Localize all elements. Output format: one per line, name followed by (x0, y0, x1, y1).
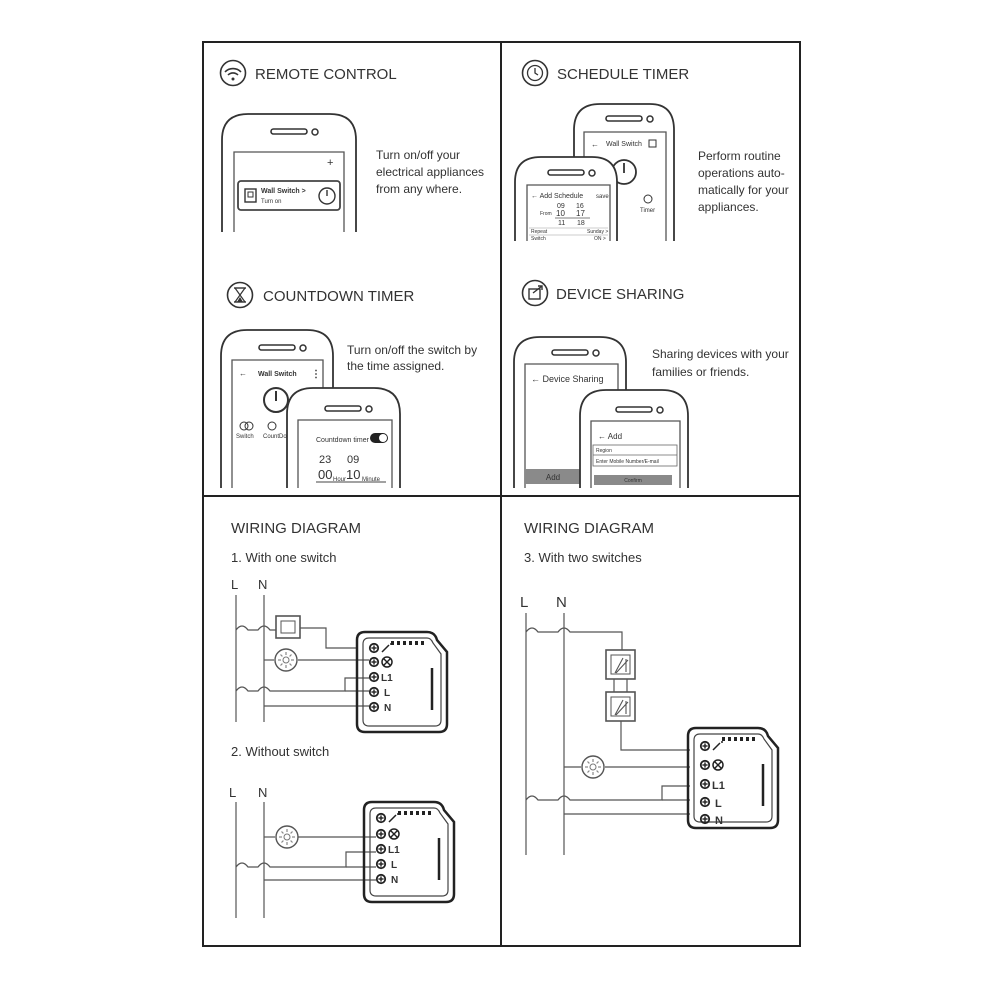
switch-tab-icon[interactable] (239, 421, 249, 431)
schedule-timer-title: SCHEDULE TIMER (557, 66, 689, 83)
clock-icon (521, 59, 549, 87)
svg-text:L1: L1 (388, 845, 400, 856)
add-share-screen-title: ← Add (598, 432, 622, 441)
sharing-front-phone: ← Add Region Enter Mobile Number/E-mail … (579, 389, 689, 488)
wifi-icon (219, 59, 247, 87)
neutral-label: N (258, 577, 267, 592)
switch-device-icon (244, 188, 257, 203)
svg-text:N: N (391, 875, 398, 886)
time-picker[interactable]: 09 16 (557, 203, 584, 210)
power-icon[interactable] (318, 187, 336, 205)
countdown-timer-panel: COUNTDOWN TIMER ← Wall Switch ⋮ Switch C… (220, 281, 480, 488)
repeat-label: Repeat (531, 229, 548, 235)
countdown-timer-label: Countdown timer (316, 437, 370, 444)
share-icon (521, 279, 549, 307)
add-device-button[interactable]: + (327, 157, 333, 169)
remote-control-phone: + Wall Switch > Turn on (221, 113, 357, 232)
svg-text:N: N (715, 815, 723, 827)
switch-module-1: L1 L N (355, 630, 449, 734)
back-arrow-icon[interactable]: ← (239, 369, 247, 378)
time-picker-selected[interactable]: 10 17 (556, 209, 585, 218)
remote-control-description: Turn on/off your electrical appliances f… (376, 148, 487, 196)
confirm-button[interactable] (594, 475, 672, 485)
device-sharing-title: DEVICE SHARING (556, 286, 684, 303)
region-field[interactable]: Region (596, 448, 612, 454)
svg-text:L1: L1 (381, 673, 393, 684)
svg-text:L1: L1 (712, 780, 725, 792)
more-menu-icon[interactable]: ⋮ (311, 369, 321, 380)
mobile-email-field[interactable]: Enter Mobile Number/E-mail (596, 459, 659, 465)
countdown-picker-selected[interactable]: 00 10 (318, 467, 360, 482)
lamp-icon-2 (275, 825, 299, 849)
lamp-icon (274, 648, 298, 672)
switch-module-2: L1 L N (362, 800, 456, 904)
remote-control-panel: REMOTE CONTROL + Wall Switch > Turn on T… (219, 59, 487, 232)
countdown-timer-description: Turn on/off the switch by the time assig… (347, 343, 480, 373)
countdown-tab-label: CountDo (263, 434, 287, 440)
lamp-icon-3 (581, 755, 605, 779)
schedule-back-title: Wall Switch (606, 141, 642, 148)
svg-text:11 18: 11 18 (558, 220, 585, 227)
countdown-back-title: Wall Switch (258, 371, 297, 378)
wiring-left-title: WIRING DIAGRAM (231, 520, 361, 537)
device-sharing-description: Sharing devices with your families or fr… (652, 347, 792, 379)
countdown-timer-title: COUNTDOWN TIMER (263, 288, 415, 305)
case1-label: 1. With one switch (231, 550, 337, 565)
case2-label: 2. Without switch (231, 744, 329, 759)
add-share-button[interactable] (525, 469, 580, 484)
wiring-diagram-left: WIRING DIAGRAM 1. With one switch (229, 520, 456, 918)
repeat-value[interactable]: Sunday > (587, 229, 608, 235)
device-name: Wall Switch > (261, 188, 306, 195)
line-label-3: L (520, 594, 528, 611)
svg-text:Add: Add (546, 473, 560, 482)
switch-module-3: L1 L N (686, 726, 780, 830)
add-schedule-title: ← Add Schedule (531, 193, 583, 200)
wall-switch-card[interactable] (237, 180, 341, 211)
svg-text:L: L (391, 860, 397, 871)
wiring-right-title: WIRING DIAGRAM (524, 520, 654, 537)
back-arrow-icon[interactable]: ← (591, 140, 599, 149)
hourglass-icon (226, 281, 254, 309)
schedule-timer-description: Perform routine operations auto- matical… (698, 149, 792, 214)
case3-label: 3. With two switches (524, 550, 642, 565)
timer-label: Timer (640, 208, 655, 214)
countdown-picker[interactable]: 23 09 (319, 454, 359, 466)
case2-diagram (235, 802, 376, 918)
timer-icon[interactable] (643, 194, 653, 204)
device-sharing-panel: DEVICE SHARING ← Device Sharing Add ← Ad… (513, 279, 792, 488)
edit-icon[interactable] (648, 139, 657, 148)
line-label: L (231, 577, 238, 592)
minute-label: Minute (362, 477, 381, 483)
device-sharing-screen-title: ← Device Sharing (531, 374, 604, 384)
case1-diagram (235, 595, 369, 722)
switch-value[interactable]: ON > (594, 236, 606, 242)
svg-text:N: N (384, 703, 391, 714)
share-form (592, 444, 678, 467)
countdown-tab-icon[interactable] (267, 421, 277, 431)
device-status: Turn on (261, 199, 281, 205)
hour-label: Hour (333, 477, 346, 483)
save-button[interactable]: save (596, 194, 609, 200)
switch-label: Switch (531, 236, 546, 242)
line-label-2: L (229, 785, 236, 800)
schedule-front-phone: ← Add Schedule save 09 16 From 10 17 11 … (514, 156, 618, 242)
neutral-label-3: N (556, 594, 567, 611)
remote-control-title: REMOTE CONTROL (255, 66, 397, 83)
wiring-diagram-right: WIRING DIAGRAM 3. With two switches L N (520, 520, 780, 855)
svg-text:Confirm: Confirm (624, 478, 642, 484)
svg-text:L: L (384, 688, 390, 699)
switch-tab-label: Switch (236, 434, 254, 440)
neutral-label-2: N (258, 785, 267, 800)
schedule-timer-panel: SCHEDULE TIMER ← Wall Switch Timer ← Add… (514, 59, 792, 242)
power-icon[interactable] (263, 387, 289, 413)
case3-diagram (525, 613, 690, 855)
svg-text:L: L (715, 798, 722, 810)
from-label: From (540, 211, 552, 217)
countdown-front-phone: Countdown timer 23 09 00 10 Hour Minute (286, 387, 401, 488)
